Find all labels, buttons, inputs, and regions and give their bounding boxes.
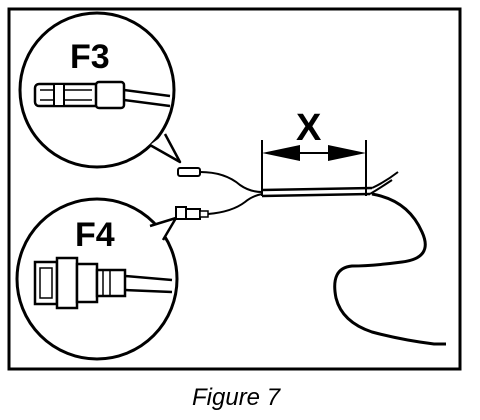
f3-connector-small <box>177 167 263 193</box>
multi-pin-plug-icon <box>33 256 173 310</box>
figure-caption: Figure 7 <box>192 384 282 411</box>
main-cable <box>333 192 446 346</box>
cable-sheath <box>261 171 399 198</box>
callout-f4: F4 <box>15 197 179 361</box>
callout-f3: F3 <box>18 11 182 169</box>
dimension-x-label: X <box>296 107 322 149</box>
callout-f3-label: F3 <box>70 38 110 76</box>
figure-frame <box>7 7 462 371</box>
dimension-x: X <box>261 107 367 196</box>
f4-connector-small <box>175 193 263 220</box>
callout-f4-label: F4 <box>75 216 115 254</box>
pin-connector-icon <box>33 80 171 110</box>
